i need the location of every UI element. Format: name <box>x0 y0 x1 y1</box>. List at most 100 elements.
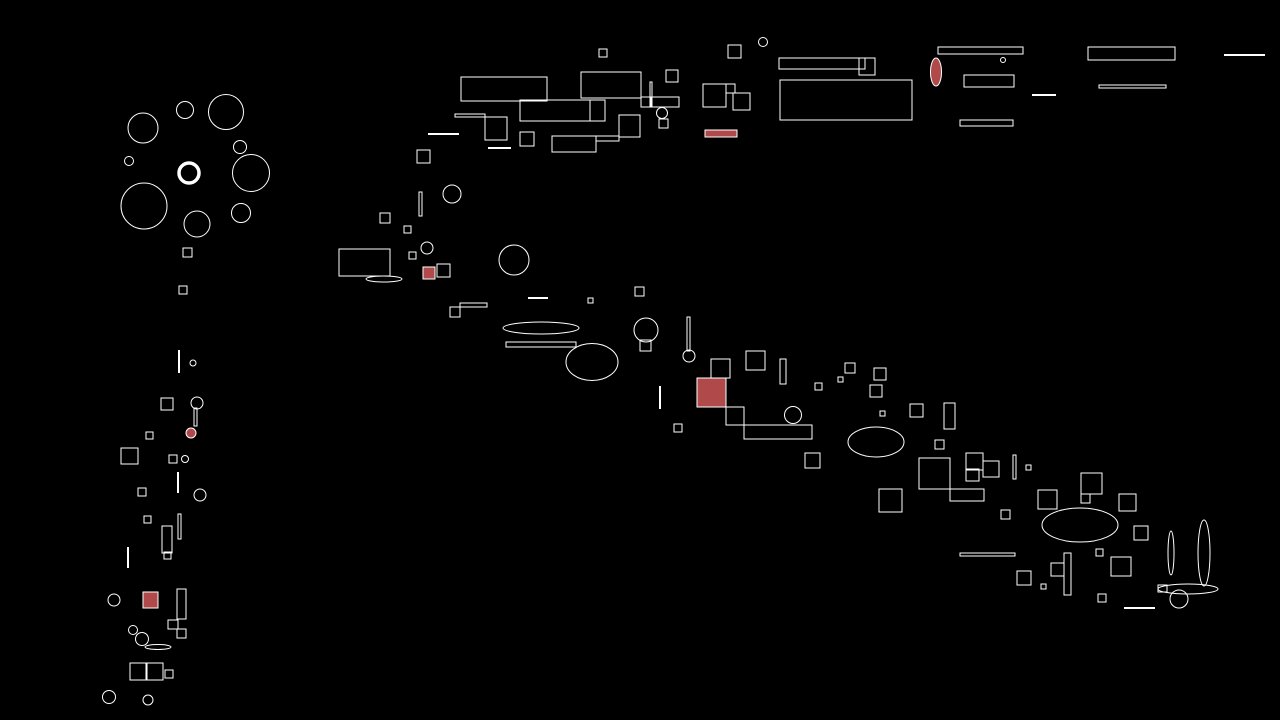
bubble <box>442 184 462 204</box>
square <box>436 263 451 278</box>
square <box>909 403 924 418</box>
thin-rect <box>418 191 423 217</box>
square <box>145 431 154 440</box>
thin-rect <box>193 407 198 427</box>
square <box>519 131 535 147</box>
square <box>1080 493 1091 504</box>
wide-rect <box>779 79 913 121</box>
bubble <box>183 210 211 238</box>
square <box>844 362 856 374</box>
bubble-highlight <box>185 427 197 439</box>
square <box>873 367 887 381</box>
oval <box>565 343 619 381</box>
square <box>164 669 174 679</box>
square <box>673 423 683 433</box>
square <box>618 114 641 138</box>
square-highlight <box>142 591 159 609</box>
wide-rect <box>1087 46 1176 61</box>
wide-rect <box>460 76 548 102</box>
square <box>587 297 594 304</box>
square <box>160 397 174 411</box>
bubble <box>120 182 168 230</box>
rect <box>129 662 148 681</box>
square <box>965 468 980 482</box>
wide-rect <box>519 99 606 122</box>
square <box>702 83 727 108</box>
bubble <box>758 37 768 47</box>
square-highlight <box>422 266 436 280</box>
bar-rect <box>959 119 1014 127</box>
bubble <box>682 349 696 363</box>
square <box>869 384 883 398</box>
shape-cluster-top-right <box>937 46 1265 127</box>
thin-rect <box>177 513 182 540</box>
square <box>710 358 731 379</box>
square <box>379 212 391 224</box>
shape-column-left <box>102 350 207 706</box>
thin-rect <box>1012 454 1017 480</box>
wide-rect <box>743 424 813 440</box>
square <box>484 116 508 141</box>
bar-rect <box>454 113 486 118</box>
square <box>182 247 193 258</box>
bubble <box>232 154 270 192</box>
square <box>1097 593 1107 603</box>
wide-rect <box>551 135 597 153</box>
oval <box>365 275 403 283</box>
shape-diagonal-upper <box>338 133 696 433</box>
square <box>732 92 751 111</box>
bubble <box>107 593 121 607</box>
square <box>1110 556 1132 577</box>
square <box>163 551 172 560</box>
bubble <box>181 455 189 463</box>
bubble <box>233 140 247 154</box>
bar-rect <box>595 135 620 142</box>
square <box>639 339 652 352</box>
thin-rect <box>176 588 187 620</box>
shape-diagonal-center <box>696 350 1032 513</box>
square <box>918 457 951 490</box>
wide-rect <box>580 71 642 99</box>
bubble <box>135 632 149 646</box>
square <box>725 83 736 94</box>
thin-rect <box>779 358 787 385</box>
square <box>658 118 669 129</box>
wide-rect <box>778 57 866 70</box>
square <box>408 251 417 260</box>
square <box>120 447 139 465</box>
square <box>982 460 1000 478</box>
square <box>745 350 766 371</box>
square <box>965 452 984 471</box>
square <box>858 57 876 76</box>
wide-rect <box>963 74 1015 88</box>
square <box>1050 562 1065 577</box>
bubble <box>189 359 197 367</box>
bubble <box>124 156 134 166</box>
square <box>837 376 844 383</box>
thin-rect <box>1063 552 1072 596</box>
square <box>598 48 608 58</box>
square <box>1016 570 1032 586</box>
square <box>137 487 147 497</box>
bar-rect <box>505 341 577 348</box>
bubble <box>193 488 207 502</box>
bubble <box>208 94 244 130</box>
bar-rect <box>959 552 1016 557</box>
thin-rect <box>686 316 691 352</box>
square <box>725 406 745 426</box>
square <box>1025 464 1032 471</box>
square <box>1040 583 1047 590</box>
square <box>176 628 187 639</box>
bar-highlight <box>704 129 738 138</box>
bubble <box>142 694 154 706</box>
bubble <box>190 396 204 410</box>
square <box>878 488 903 513</box>
square <box>1000 509 1011 520</box>
square <box>143 515 152 524</box>
oval-highlight <box>930 57 942 87</box>
bar-rect <box>1098 84 1167 89</box>
square <box>1080 472 1103 495</box>
bubble-highlight-ring <box>177 161 201 185</box>
bubble <box>656 107 668 119</box>
oval <box>847 426 905 458</box>
